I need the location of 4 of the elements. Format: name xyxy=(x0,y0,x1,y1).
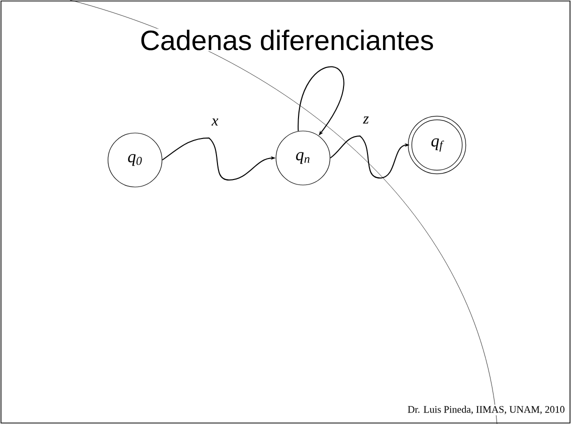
title: Cadenas diferenciantes xyxy=(138,28,436,52)
footer-text: Dr. Luis Pineda, IIMAS, UNAM, 2010 xyxy=(406,404,566,416)
edge-label: x xyxy=(210,118,220,126)
edge-label: z xyxy=(362,116,370,124)
